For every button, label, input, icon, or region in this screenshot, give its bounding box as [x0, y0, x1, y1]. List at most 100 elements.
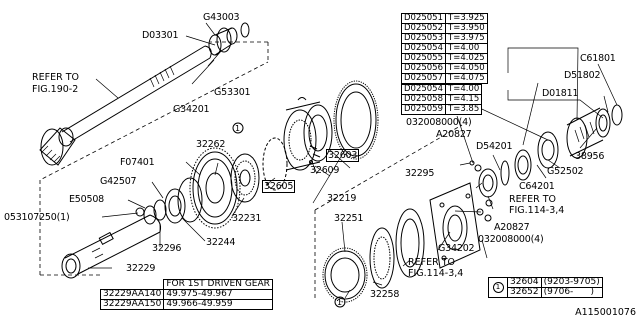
gear-part-number: 32229AA150 — [99, 299, 165, 310]
gear-value: 49.966-49.959 — [163, 299, 273, 310]
shim-part-number: D025053 — [401, 33, 446, 44]
small-clips — [309, 145, 321, 164]
label-g52502: G52502 — [547, 166, 584, 177]
shim-thickness: T=4.00 — [444, 84, 483, 95]
gear-part-number: 32229AA140 — [99, 289, 165, 300]
label-g43003: G43003 — [203, 12, 240, 23]
refer-fig114-lower-line1: REFER TO — [408, 257, 455, 268]
label-32605: 32605 — [262, 180, 296, 193]
label-38956: 38956 — [575, 151, 605, 162]
refer-fig190-line2: FIG.190-2 — [32, 84, 79, 95]
label-a20827-bottom: A20827 — [494, 222, 530, 233]
label-g53301: G53301 — [214, 87, 251, 98]
label-32262: 32262 — [196, 139, 226, 150]
label-g42507: G42507 — [100, 176, 137, 187]
label-32609: 32609 — [310, 165, 340, 176]
label-032008000-bottom: 032008000(4) — [478, 234, 544, 245]
label-32229: 32229 — [126, 263, 156, 274]
shim-part-number: D025051 — [401, 13, 446, 24]
synchro-32231 — [230, 153, 260, 203]
shim-part-number: D025055 — [401, 53, 446, 64]
shim-thickness: T=4.050 — [445, 63, 488, 74]
label-g34201: G34201 — [173, 104, 210, 115]
gear-spec-table: FOR 1ST DRIVEN GEAR 32229AA140 49.975-49… — [99, 279, 273, 310]
label-d54201: D54201 — [476, 141, 513, 152]
legend-part: 32604 — [507, 277, 542, 288]
shim-thickness: T=3.925 — [445, 13, 488, 24]
table-row: 32229AA140 49.975-49.967 — [99, 289, 273, 300]
label-g34202: G34202 — [438, 243, 475, 254]
label-c61801: C61801 — [580, 53, 616, 64]
marker-1-bottom: 1 — [337, 298, 342, 307]
shim-part-number: D025054 — [401, 43, 446, 54]
label-32219: 32219 — [327, 193, 357, 204]
shim-part-number: D025054 — [401, 84, 446, 95]
label-032008000-top: 032008000(4) — [406, 117, 472, 128]
legend-part: 32652 — [507, 287, 542, 298]
label-32296: 32296 — [152, 243, 182, 254]
shim-part-number: D025056 — [401, 63, 446, 74]
lower-gear-group — [322, 182, 481, 303]
label-32258: 32258 — [370, 289, 400, 300]
ring-32605 — [262, 137, 288, 191]
label-d51802: D51802 — [564, 70, 601, 81]
legend-range: (9706- ) — [540, 287, 603, 298]
table-row: 1 32604 (9203-9705) — [488, 277, 603, 298]
table-row: 32652 (9706- ) — [489, 287, 603, 298]
refer-fig114-upper-line1: REFER TO — [509, 194, 556, 205]
top-bearings — [208, 22, 250, 56]
shim-thickness: T=4.075 — [445, 73, 488, 84]
gear-table-header: FOR 1ST DRIVEN GEAR — [163, 279, 273, 290]
marker-legend-table: 1 32604 (9203-9705) 32652 (9706- ) — [488, 277, 603, 298]
driven-shaft-small-parts — [135, 177, 203, 225]
label-d03301: D03301 — [142, 30, 179, 41]
output-shaft — [39, 45, 212, 166]
gear-table-header-row: FOR 1ST DRIVEN GEAR — [101, 279, 273, 290]
refer-fig114-upper-line2: FIG.114-3,4 — [509, 205, 565, 216]
label-053107250: 053107250(1) — [4, 212, 70, 223]
label-32295: 32295 — [405, 168, 435, 179]
label-32231: 32231 — [232, 213, 262, 224]
shim-thickness: T=4.025 — [445, 53, 488, 64]
shim-part-number: D025058 — [401, 94, 446, 105]
refer-fig190-line1: REFER TO — [32, 72, 79, 83]
gear-value: 49.975-49.967 — [163, 289, 273, 300]
shim-part-number: D025057 — [401, 73, 446, 84]
label-f07401: F07401 — [120, 157, 155, 168]
label-32251: 32251 — [334, 213, 364, 224]
diagram-id: A115001076 — [575, 307, 636, 318]
label-d01811: D01811 — [542, 88, 579, 99]
label-c64201: C64201 — [519, 181, 555, 192]
circle-markers — [232, 122, 346, 308]
marker-1-top: 1 — [235, 124, 240, 133]
shim-thickness: T=3.85 — [444, 104, 483, 115]
refer-fig114-lower-line2: FIG.114-3,4 — [408, 268, 464, 279]
legend-range: (9203-9705) — [540, 277, 603, 288]
ring-gear-32219 — [333, 80, 379, 160]
legend-marker: 1 — [492, 282, 504, 293]
shim-part-number: D025052 — [401, 23, 446, 34]
sleeve-cluster — [283, 97, 333, 171]
dashed-group-outlines — [39, 41, 463, 298]
label-a20827-top: A20827 — [436, 129, 472, 140]
shim-thickness: T=3.950 — [445, 23, 488, 34]
shim-part-number: D025059 — [401, 104, 446, 115]
shim-thickness: T=4.15 — [444, 94, 483, 105]
label-e50508: E50508 — [69, 194, 105, 205]
label-32244: 32244 — [206, 237, 236, 248]
driven-gear-shaft — [61, 214, 161, 279]
shim-thickness: T=4.00 — [445, 43, 488, 54]
table-row: 32229AA150 49.966-49.959 — [99, 299, 273, 310]
